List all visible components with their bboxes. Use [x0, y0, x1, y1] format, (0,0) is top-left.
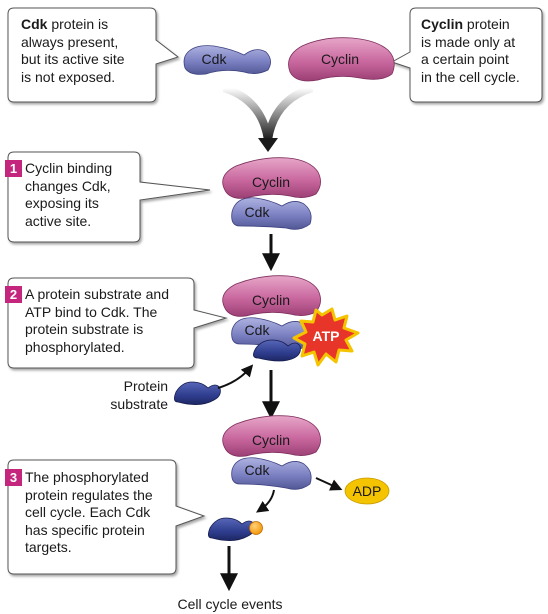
- free-cdk-label: Cdk: [201, 51, 227, 67]
- adp-label: ADP: [352, 483, 382, 499]
- phosphorylated-protein-shape: [208, 517, 255, 541]
- complex1-cyclin-label: Cyclin: [251, 174, 291, 190]
- adp-release-arrow: [315, 477, 343, 491]
- bound-substrate-shape: [253, 339, 301, 362]
- merge-arrow: [222, 84, 314, 152]
- atp-label: ATP: [312, 328, 340, 344]
- cdk-note-bubble: [7, 7, 180, 103]
- complex-3: [222, 415, 321, 490]
- complex3-cyclin-label: Cyclin: [251, 432, 291, 448]
- cyclin-note-text: Cyclin protein is made only at a certain…: [421, 16, 539, 86]
- cdk-note-text: Cdk protein is always present, but its a…: [21, 16, 153, 86]
- complex1-cdk-label: Cdk: [244, 204, 270, 220]
- phosphate-group: [249, 521, 263, 535]
- cdk-note-rest: protein is always present, but its activ…: [21, 16, 125, 85]
- free-substrate-shape: [174, 381, 221, 405]
- step3-bubble: [7, 459, 206, 575]
- step2-text: A protein substrate and ATP bind to Cdk.…: [25, 286, 169, 355]
- step1-text: Cyclin binding changes Cdk, exposing its…: [25, 160, 113, 229]
- free-cdk-shape: [183, 45, 271, 75]
- cyclin-note-bold: Cyclin: [421, 16, 464, 32]
- substrate-binding-arrow: [217, 364, 254, 389]
- complex2-cdk-label: Cdk: [244, 322, 270, 338]
- cyclin-note-rest: protein is made only at a certain point …: [421, 16, 520, 85]
- cell-cycle-events-label: Cell cycle events: [177, 596, 283, 612]
- protein-substrate-label: Protein substrate: [110, 378, 168, 412]
- free-cyclin-label: Cyclin: [320, 51, 360, 67]
- complex-2: [222, 275, 360, 367]
- step1-bubble: [7, 151, 211, 243]
- complex2-cyclin-label: Cyclin: [251, 292, 291, 308]
- step3-text: The phosphorylated protein regulates the…: [25, 469, 153, 555]
- adp-ellipse: [344, 477, 390, 505]
- step3-badge: 3: [5, 469, 22, 486]
- step2-bubble: [7, 277, 228, 369]
- complex3-cdk-label: Cdk: [244, 462, 270, 478]
- atp-burst: [292, 307, 360, 367]
- step1-badge: 1: [5, 160, 22, 177]
- free-cyclin-shape: [288, 37, 395, 82]
- cyclin-note-bubble: [390, 7, 543, 103]
- cdk-note-bold: Cdk: [21, 16, 48, 32]
- step2-badge: 2: [5, 286, 22, 303]
- complex-1: [222, 157, 321, 230]
- phosphorylated-release-arrow: [256, 489, 275, 513]
